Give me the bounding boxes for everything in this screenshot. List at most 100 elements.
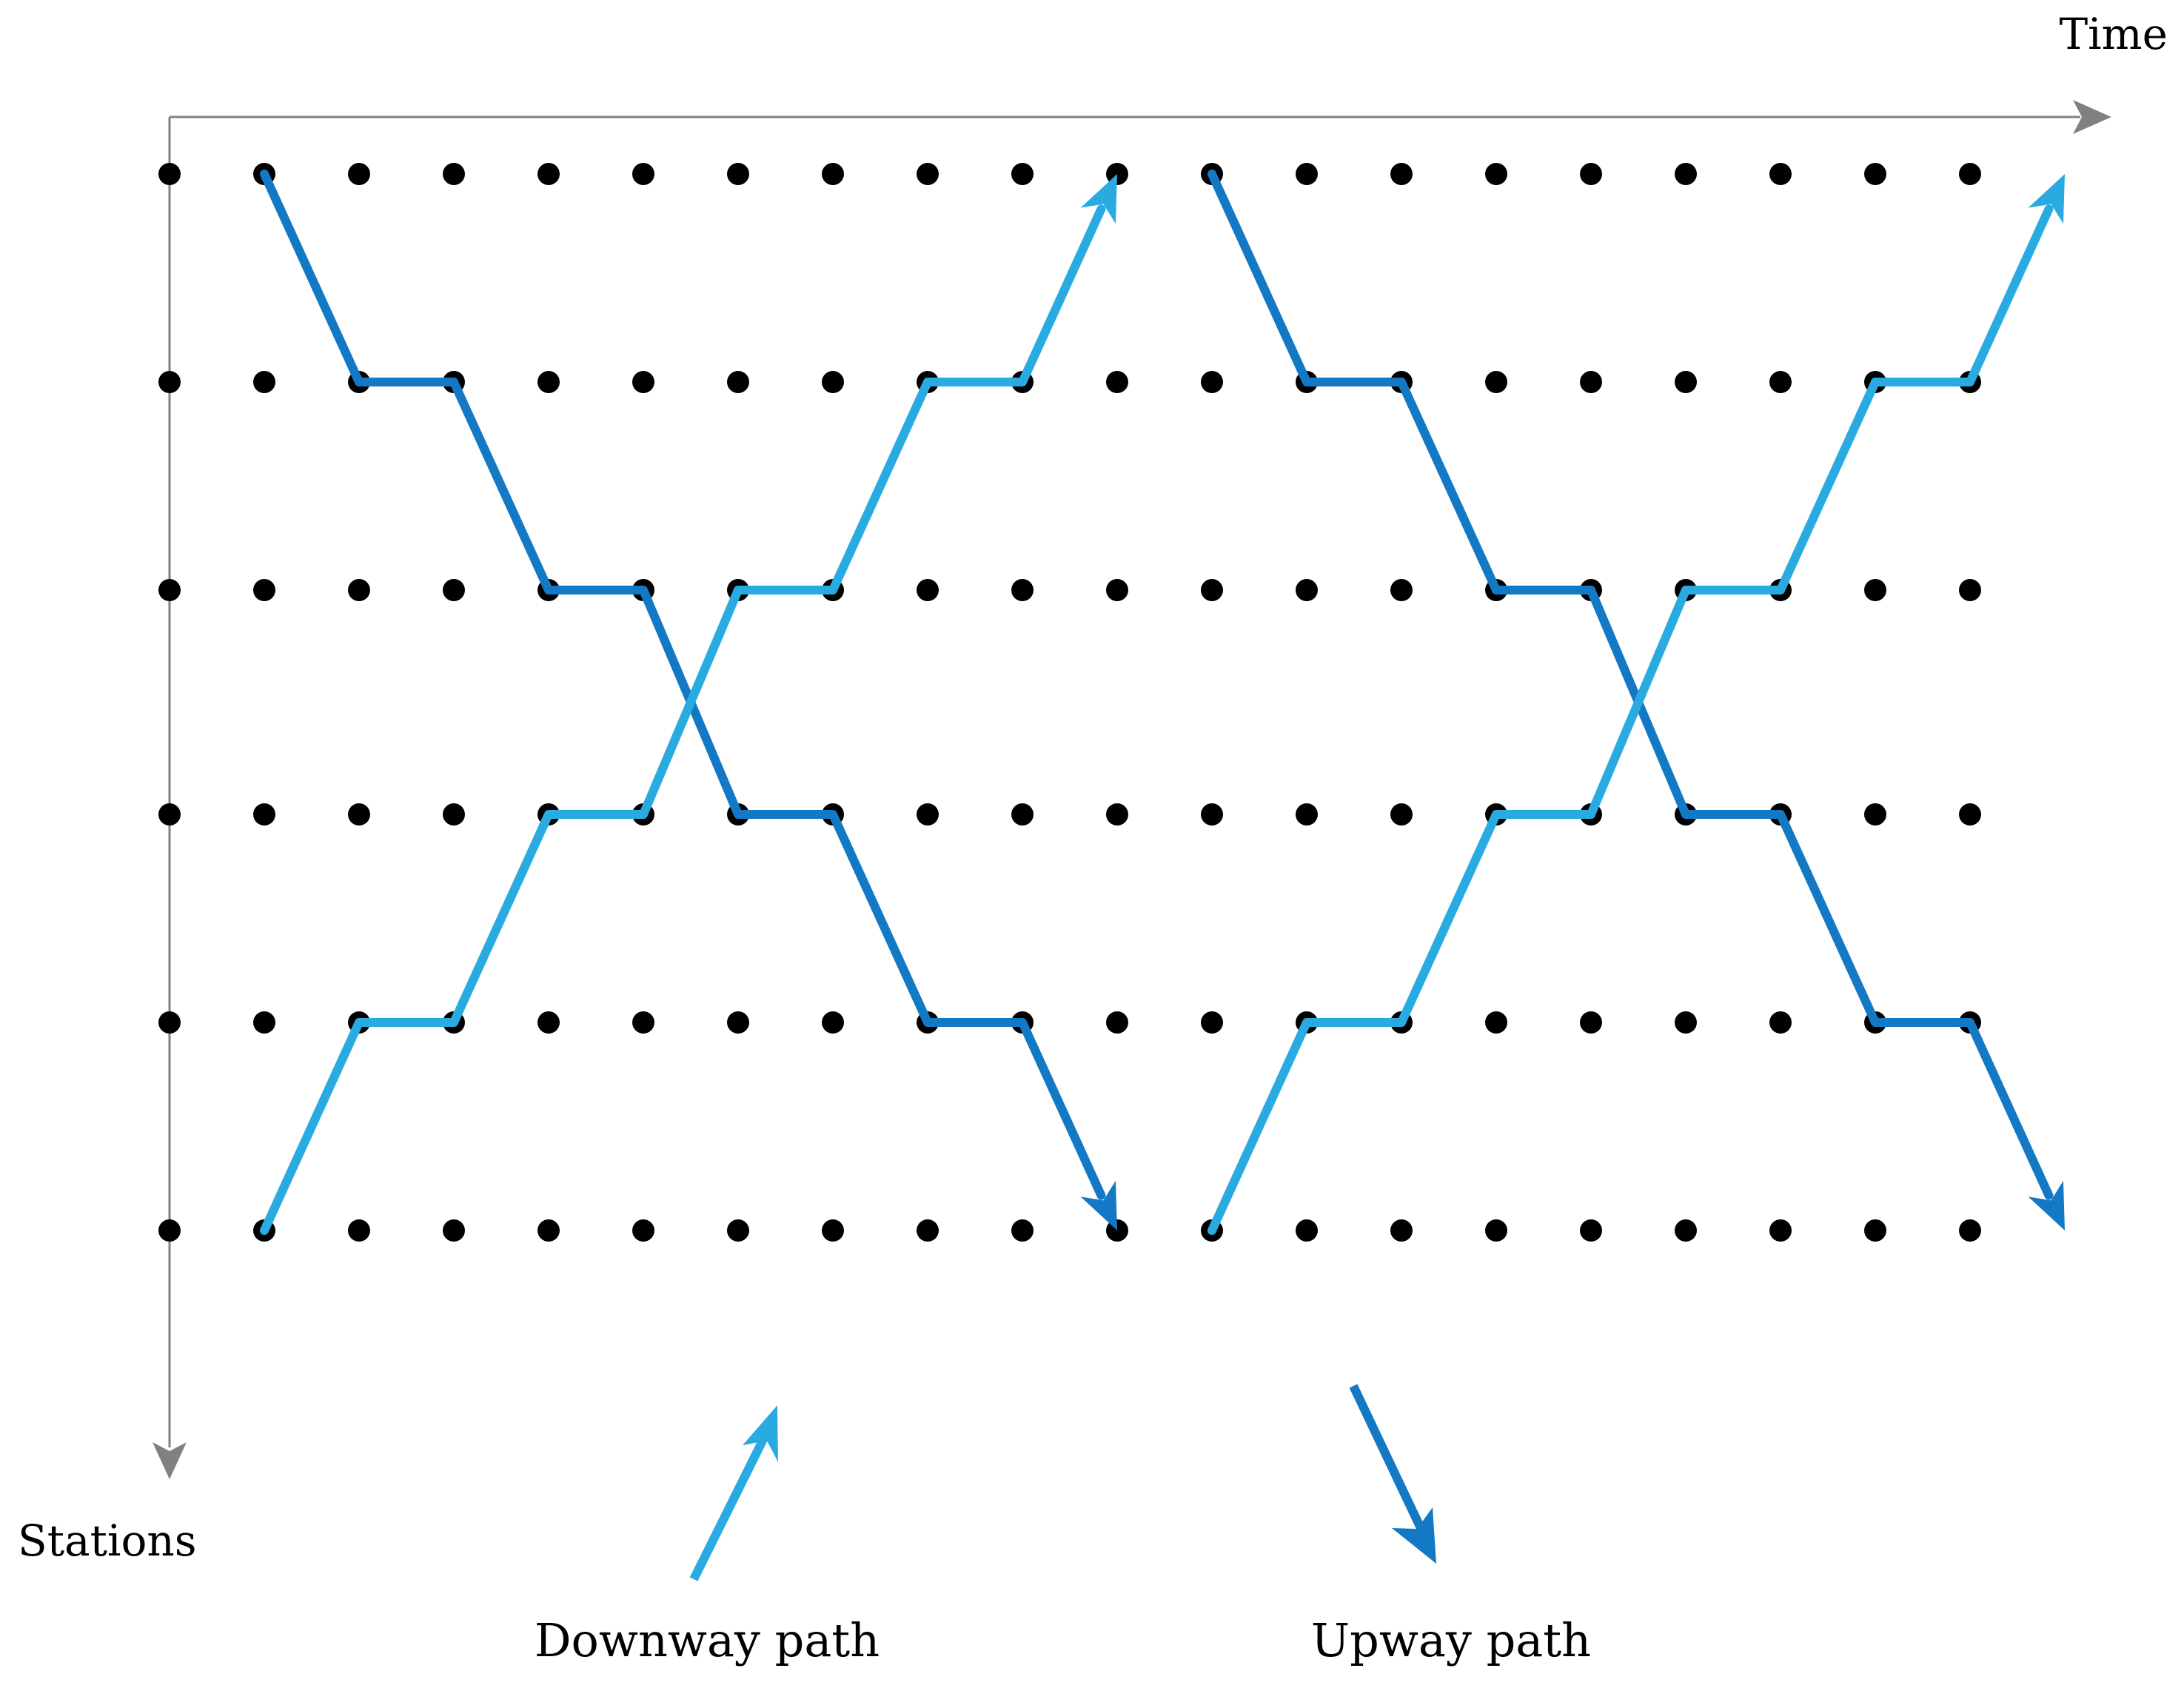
grid-dot — [1011, 579, 1034, 601]
grid-dot — [1485, 1011, 1507, 1034]
grid-dot — [158, 371, 181, 393]
grid-dot — [1580, 1011, 1602, 1034]
grid-dot — [1675, 163, 1697, 185]
grid-dot — [727, 1011, 749, 1034]
grid-dot — [917, 803, 939, 826]
downway-path — [260, 174, 1117, 1235]
grid-dot — [727, 1219, 749, 1242]
grid-dot — [253, 371, 275, 393]
grid-dot — [632, 163, 654, 185]
grid-dot — [1011, 803, 1034, 826]
time-axis-label: Time — [2059, 9, 2168, 59]
upway-legend-arrow — [1349, 1384, 1436, 1564]
grid-dot — [1390, 579, 1413, 601]
grid-dot — [158, 163, 181, 185]
grid-dot — [727, 163, 749, 185]
grid-dot — [727, 371, 749, 393]
downway-path — [1207, 174, 2065, 1235]
grid-dot — [253, 803, 275, 826]
grid-dot — [632, 1011, 654, 1034]
grid-dot — [158, 1219, 181, 1242]
legend — [689, 1384, 1436, 1581]
grid-dot — [348, 1219, 370, 1242]
grid-dot — [443, 1219, 465, 1242]
grid-dot — [1675, 1219, 1697, 1242]
grid-dot — [1390, 163, 1413, 185]
axes — [153, 100, 2111, 1479]
grid-dot — [1864, 163, 1886, 185]
grid-dot — [253, 1011, 275, 1034]
downway-legend-label: Downway path — [535, 1613, 880, 1667]
downway-arrowhead — [2028, 174, 2065, 224]
stations-axis-label: Stations — [18, 1516, 197, 1566]
grid-dot — [348, 579, 370, 601]
grid-dot — [537, 1219, 560, 1242]
grid-dot — [158, 579, 181, 601]
grid-dot — [1201, 803, 1223, 826]
station-time-dots — [158, 163, 1981, 1242]
downway-arrowhead — [1080, 174, 1117, 224]
grid-dot — [1580, 371, 1602, 393]
grid-dot — [1580, 1219, 1602, 1242]
grid-dot — [1011, 163, 1034, 185]
grid-dot — [1485, 1219, 1507, 1242]
grid-dot — [1106, 1011, 1128, 1034]
grid-dot — [917, 163, 939, 185]
grid-dot — [632, 1219, 654, 1242]
grid-dot — [158, 803, 181, 826]
grid-dot — [1580, 163, 1602, 185]
grid-dot — [1769, 1219, 1792, 1242]
grid-dot — [1959, 1219, 1981, 1242]
upway-path-line — [1207, 170, 2054, 1200]
grid-dot — [1959, 579, 1981, 601]
grid-dot — [1485, 371, 1507, 393]
grid-dot — [822, 1011, 844, 1034]
downway-legend-arrow — [689, 1405, 778, 1581]
downway-path-line — [260, 204, 1106, 1235]
grid-dot — [822, 371, 844, 393]
grid-dot — [253, 579, 275, 601]
grid-dot — [632, 371, 654, 393]
grid-dot — [1390, 1219, 1413, 1242]
grid-dot — [1201, 579, 1223, 601]
grid-dot — [1769, 163, 1792, 185]
grid-dot — [917, 579, 939, 601]
grid-dot — [1296, 803, 1318, 826]
upway-legend-label: Upway path — [1311, 1613, 1591, 1667]
grid-dot — [1106, 803, 1128, 826]
grid-dot — [822, 1219, 844, 1242]
grid-dot — [1769, 1011, 1792, 1034]
upway-arrowhead — [1080, 1180, 1117, 1230]
grid-dot — [348, 803, 370, 826]
stations-axis-arrowhead — [153, 1442, 187, 1479]
grid-dot — [537, 1011, 560, 1034]
grid-dot — [348, 163, 370, 185]
grid-dot — [1864, 579, 1886, 601]
grid-dot — [1106, 371, 1128, 393]
grid-dot — [1296, 579, 1318, 601]
time-axis-arrowhead — [2073, 100, 2111, 134]
grid-dot — [1959, 803, 1981, 826]
grid-dot — [443, 579, 465, 601]
grid-dot — [443, 163, 465, 185]
grid-dot — [1296, 163, 1318, 185]
grid-dot — [1485, 163, 1507, 185]
grid-dot — [1864, 1219, 1886, 1242]
grid-dot — [1675, 1011, 1697, 1034]
grid-dot — [1959, 163, 1981, 185]
grid-dot — [537, 371, 560, 393]
grid-dot — [1296, 1219, 1318, 1242]
grid-dot — [1769, 371, 1792, 393]
grid-dot — [917, 1219, 939, 1242]
train-paths — [260, 170, 2065, 1235]
grid-dot — [1106, 579, 1128, 601]
downway-path-line — [1207, 204, 2054, 1235]
grid-dot — [1390, 803, 1413, 826]
grid-dot — [822, 163, 844, 185]
upway-path-line — [260, 170, 1106, 1200]
upway-arrowhead — [2028, 1180, 2065, 1230]
grid-dot — [1201, 1011, 1223, 1034]
grid-dot — [1201, 371, 1223, 393]
grid-dot — [443, 803, 465, 826]
